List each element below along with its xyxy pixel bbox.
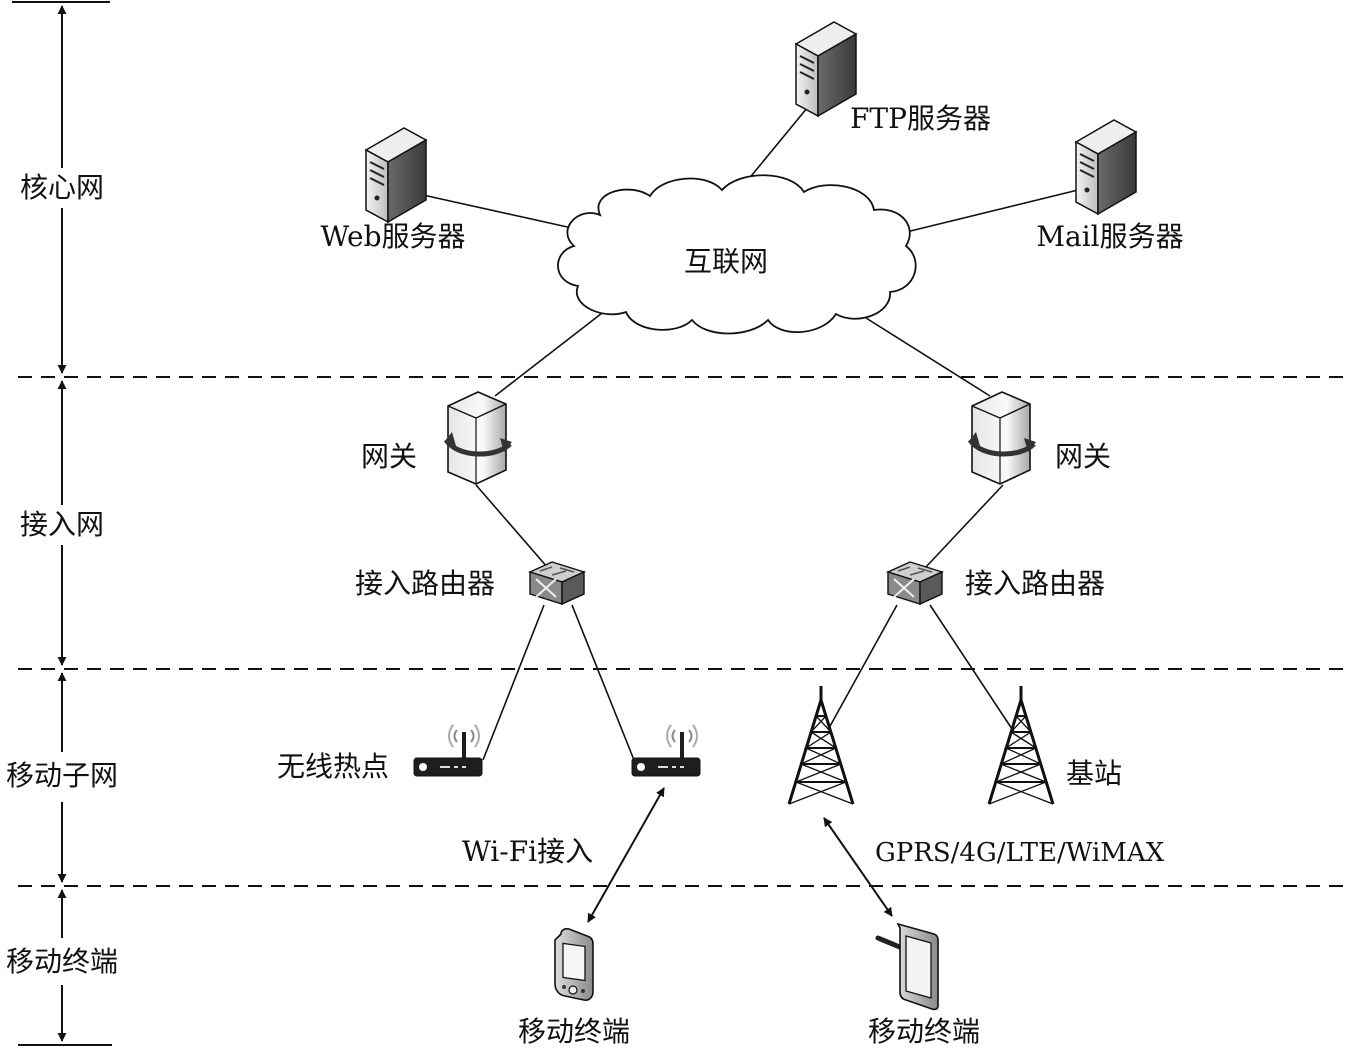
mobile-terminal-pda-icon <box>554 927 594 1001</box>
mobile-terminal-right-label: 移动终端 <box>868 1015 980 1048</box>
gateway-left-icon <box>443 391 512 485</box>
ftp-server-label: FTP服务器 <box>850 102 991 135</box>
mail-server-icon <box>1074 119 1138 216</box>
link-internet-gateway-left <box>494 309 607 397</box>
link-router-tower-right <box>929 604 1015 733</box>
wifi-link-arrow <box>587 787 665 923</box>
link-web-internet <box>422 194 591 233</box>
link-router-hotspot <box>482 604 545 761</box>
wireless-links <box>587 787 893 923</box>
mobile-terminal-left-label: 移动终端 <box>518 1015 630 1048</box>
wifi-access-point-icon <box>631 724 701 777</box>
web-server-label: Web服务器 <box>321 220 466 253</box>
router-right-label: 接入路由器 <box>965 567 1105 600</box>
internet-label: 互联网 <box>684 245 768 278</box>
router-left-label: 接入路由器 <box>355 567 495 600</box>
wireless-hotspot-icon <box>413 724 483 777</box>
link-router-tower-left <box>828 604 898 729</box>
layer-label-mobile-subnet: 移动子网 <box>6 759 118 792</box>
ftp-server-icon <box>794 21 858 118</box>
mobile-terminal-tablet-icon <box>875 922 939 1011</box>
web-server-icon <box>364 127 428 224</box>
link-gateway-router-right <box>924 484 1004 569</box>
link-mail-internet <box>889 189 1079 237</box>
base-station-label: 基站 <box>1066 757 1122 790</box>
gateway-right-label: 网关 <box>1055 440 1111 473</box>
link-gateway-router-left <box>475 484 549 569</box>
cellular-access-label: GPRS/4G/LTE/WiMAX <box>875 838 1165 868</box>
router-right-icon <box>886 561 944 606</box>
cellular-link-arrow <box>823 817 893 917</box>
layer-label-mobile-terminal: 移动终端 <box>6 945 118 978</box>
layer-label-core: 核心网 <box>20 171 104 204</box>
gateway-right-icon <box>967 391 1036 485</box>
mail-server-label: Mail服务器 <box>1036 220 1183 253</box>
layer-axis <box>12 1 112 1046</box>
link-internet-gateway-right <box>865 317 991 397</box>
base-station-right-icon <box>987 686 1055 805</box>
layer-label-access: 接入网 <box>20 508 104 541</box>
router-left-icon <box>528 561 586 606</box>
link-router-ap <box>571 604 635 761</box>
gateway-left-label: 网关 <box>361 440 417 473</box>
wifi-access-label: Wi-Fi接入 <box>462 835 593 868</box>
base-station-left-icon <box>787 686 855 805</box>
wireless-hotspot-label: 无线热点 <box>277 750 389 783</box>
internet-cloud: 互联网 <box>557 174 917 335</box>
layer-separators <box>18 376 1351 887</box>
